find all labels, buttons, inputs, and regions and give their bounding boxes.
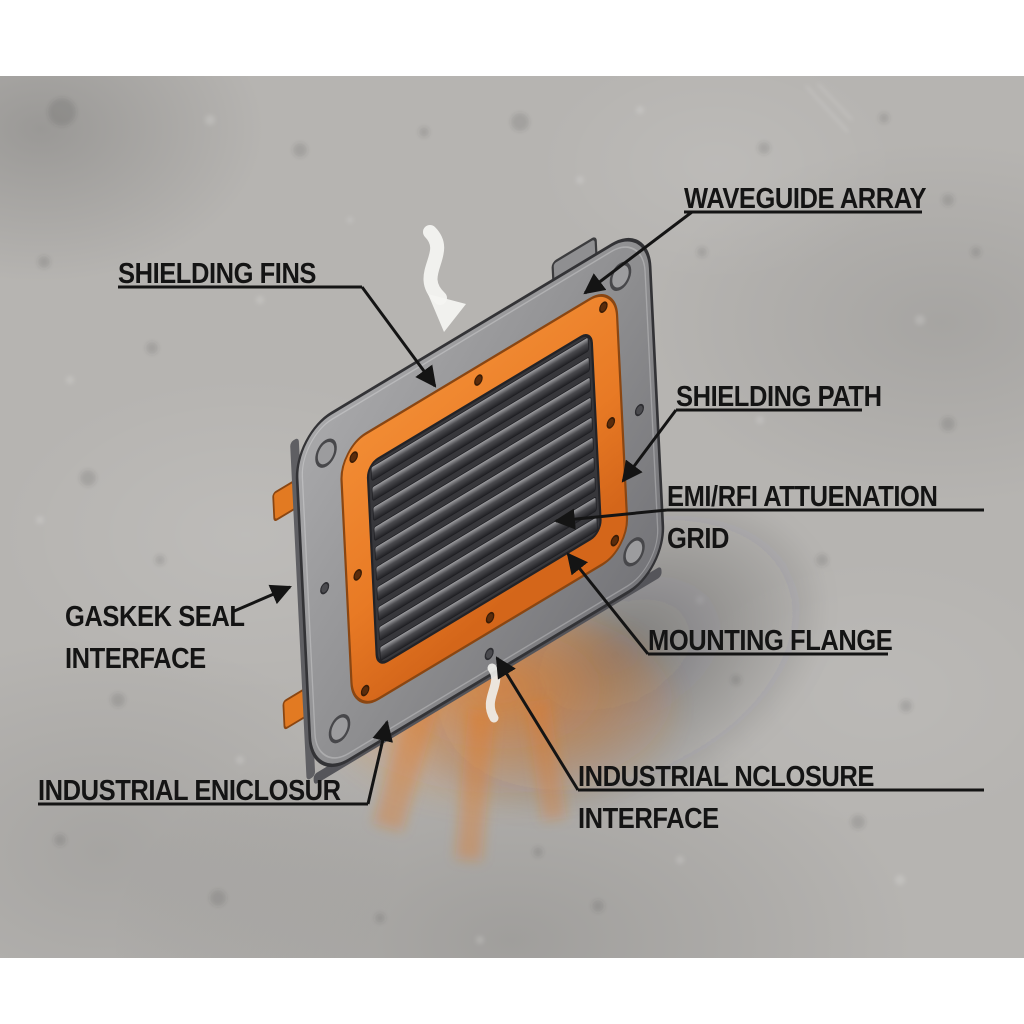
leader-industrial-enclosure-interface [495,656,580,791]
label-industrial-enclosure: INDUSTRIAL ENICLOSUR [38,775,341,807]
flange-screws [320,403,644,661]
gasket-frame-screws [349,301,620,697]
label-waveguide-array: WAVEGUIDE ARRAY [684,183,927,215]
callout-underlines [38,210,984,806]
leader-shielding-fins [360,286,437,388]
leader-shielding-path [621,409,678,483]
label-emi-rfi-attenuation-grid: EMI/RFI ATTUENATION GRID [667,481,938,556]
leader-gasket-seal [231,584,292,614]
shielding-fins-slats [370,337,598,661]
corner-mounting-holes [315,261,645,744]
label-shielding-path: SHIELDING PATH [676,381,882,413]
leader-lines [231,210,693,805]
label-mounting-flange: MOUNTING FLANGE [648,625,893,657]
label-gasket-seal-interface: GASKEK SEAL INTERFACE [65,601,245,676]
label-shielding-fins: SHIELDING FINS [118,258,317,290]
airflow-squiggle-icon [485,663,501,723]
label-industrial-enclosure-interface: INDUSTRIAL NCLOSURE INTERFACE [578,761,875,836]
leader-emi-rfi-grid [553,508,668,530]
leader-waveguide-array [583,210,693,295]
leader-mounting-flange [566,552,650,655]
leader-industrial-enclosure [366,719,393,805]
airflow-arrow-icon [423,225,466,332]
vent-panel [272,237,665,784]
